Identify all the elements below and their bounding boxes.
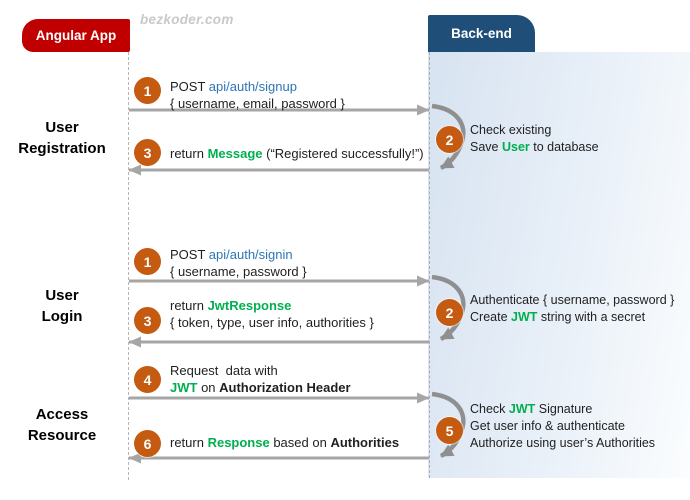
message-line: Authenticate { username, password } (470, 293, 675, 307)
message-signin-server-action: Authenticate { username, password } Crea… (470, 292, 690, 326)
message-access-response: return Response based on Authorities (170, 434, 430, 451)
message-signin-response: return JwtResponse { token, type, user i… (170, 297, 430, 331)
backend-activation-panel (428, 52, 690, 478)
actor-angular-app-label: Angular App (35, 28, 117, 43)
message-line: Save User to database (470, 140, 599, 154)
actor-backend-label: Back-end (451, 26, 512, 41)
message-line: Get user info & authenticate (470, 419, 625, 433)
message-line: return Message (“Registered successfully… (170, 146, 424, 161)
message-signup-request: POST api/auth/signup { username, email, … (170, 78, 430, 112)
step-circle-login-1: 1 (134, 248, 161, 275)
step-circle-registration-1: 1 (134, 77, 161, 104)
message-line: { token, type, user info, authorities } (170, 315, 374, 330)
step-circle-registration-2: 2 (436, 126, 463, 153)
step-circle-access-4: 4 (134, 366, 161, 393)
message-line: { username, password } (170, 264, 307, 279)
message-line: Check existing (470, 123, 552, 137)
section-label-line: Login (41, 308, 83, 325)
section-label-line: Registration (18, 140, 106, 157)
message-line: Create JWT string with a secret (470, 310, 646, 324)
message-line: Authorize using user’s Authorities (470, 436, 656, 450)
section-label-line: User (45, 287, 79, 304)
lifeline-backend (429, 52, 430, 478)
section-label-user-registration: User Registration (3, 117, 121, 159)
message-signin-request: POST api/auth/signin { username, passwor… (170, 246, 430, 280)
message-line: POST api/auth/signin (170, 247, 293, 262)
step-circle-registration-3: 3 (134, 139, 161, 166)
message-line: Request data with (170, 363, 278, 378)
message-line: JWT on Authorization Header (170, 380, 351, 395)
message-line: return Response based on Authorities (170, 435, 400, 450)
message-signup-response: return Message (“Registered successfully… (170, 145, 430, 162)
section-label-line: Resource (27, 427, 97, 444)
message-line: POST api/auth/signup (170, 79, 297, 94)
message-line: Check JWT Signature (470, 402, 593, 416)
actor-backend-box: Back-end (428, 15, 535, 52)
message-access-server-action: Check JWT Signature Get user info & auth… (470, 401, 690, 452)
section-label-user-login: User Login (3, 285, 121, 327)
step-circle-access-5: 5 (436, 417, 463, 444)
step-circle-login-3: 3 (134, 307, 161, 334)
section-label-access-resource: Access Resource (3, 404, 121, 446)
step-circle-login-2: 2 (436, 299, 463, 326)
actor-angular-app-box: Angular App (22, 19, 130, 52)
lifeline-angular-app (128, 52, 129, 480)
message-signup-server-action: Check existing Save User to database (470, 122, 690, 156)
watermark-text: bezkoder.com (140, 12, 234, 27)
section-label-line: User (45, 119, 79, 136)
message-line: return JwtResponse (170, 298, 292, 313)
message-access-request: Request data with JWT on Authorization H… (170, 362, 430, 396)
step-circle-access-6: 6 (134, 430, 161, 457)
message-line: { username, email, password } (170, 96, 345, 111)
section-label-line: Access (35, 406, 89, 423)
